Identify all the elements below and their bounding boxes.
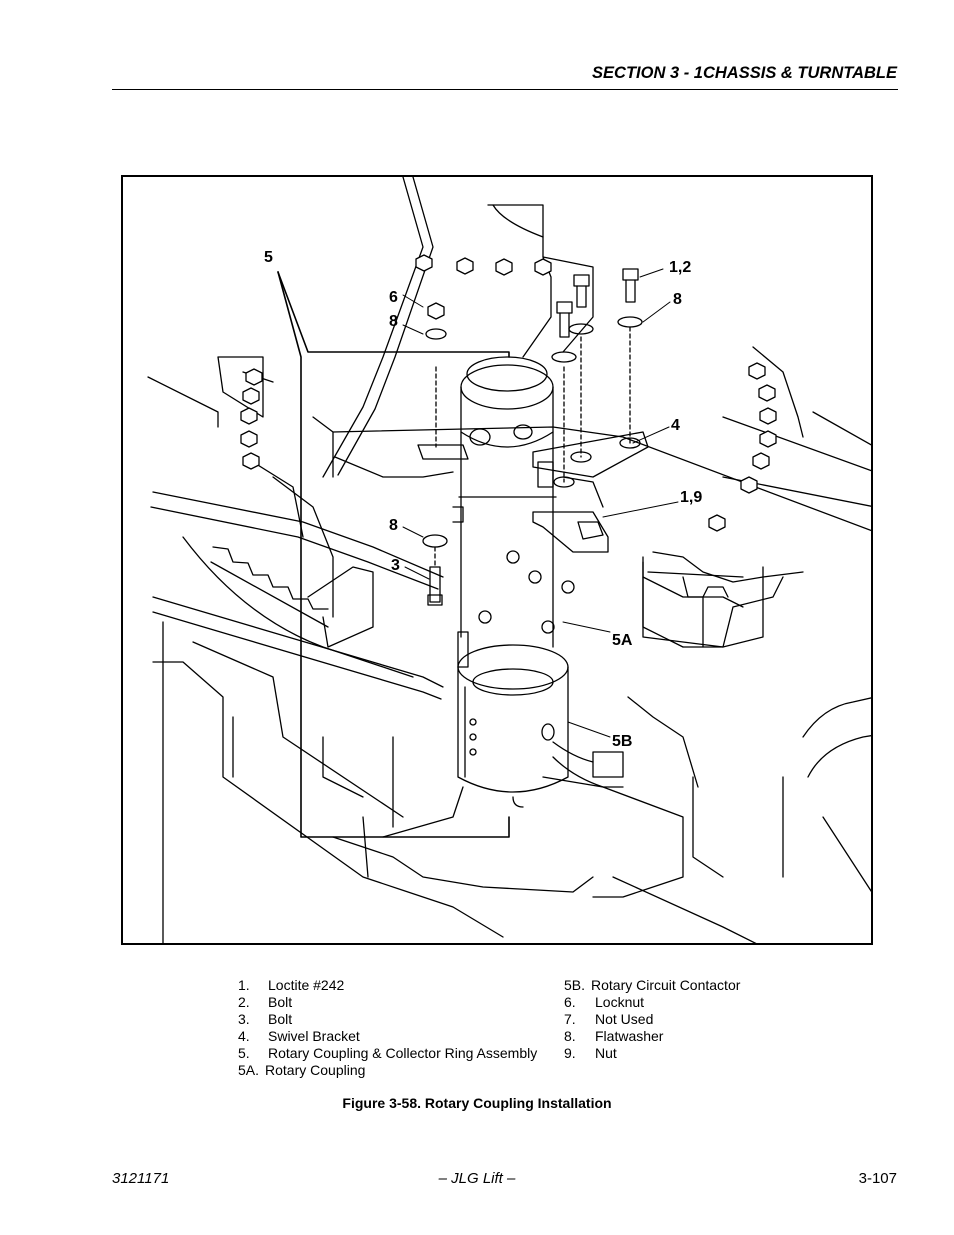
leader-lines xyxy=(402,268,679,738)
figure-frame: 5 6 8 1,2 8 4 1,9 8 3 5A 5B xyxy=(121,175,873,945)
callout-8-upper-left: 8 xyxy=(389,313,398,330)
legend-item: 2. Bolt xyxy=(238,994,537,1011)
footer-page-number: 3-107 xyxy=(858,1170,897,1187)
footer-doc-number: 3121171 xyxy=(112,1170,170,1187)
bolt-ring-left xyxy=(240,368,263,470)
callout-bracket-5 xyxy=(277,271,510,838)
legend-label: Bolt xyxy=(268,994,293,1010)
ring-gear-right xyxy=(642,551,804,648)
callout-8-lower: 8 xyxy=(389,517,398,534)
callout-1-9: 1,9 xyxy=(680,489,703,506)
legend-num: 3. xyxy=(238,1011,250,1027)
callout-3: 3 xyxy=(391,557,400,574)
bolt-ring-right xyxy=(708,362,777,532)
legend-label: Rotary Coupling xyxy=(265,1062,366,1078)
fasteners xyxy=(422,268,643,606)
legend-item: 6. Locknut xyxy=(564,994,740,1011)
legend-num: 5. xyxy=(238,1045,250,1061)
bolt-ring-upper xyxy=(415,254,552,276)
legend-num: 5A. xyxy=(238,1062,260,1078)
header-rule xyxy=(112,89,898,90)
callout-4: 4 xyxy=(671,417,680,434)
legend-num: 1. xyxy=(238,977,250,993)
legend-item: 8. Flatwasher xyxy=(564,1028,740,1045)
rotary-coupling-drawing xyxy=(147,177,871,943)
legend-num: 5B. xyxy=(564,977,586,993)
legend-left: 1. Loctite #242 2. Bolt 3. Bolt 4. Swivel Br… xyxy=(238,977,537,1079)
section-title: SECTION 3 - 1CHASSIS & TURNTABLE xyxy=(592,64,897,82)
callout-8-upper-right: 8 xyxy=(673,291,682,308)
rotary-coupling-body xyxy=(452,356,575,668)
legend-item: 7. Not Used xyxy=(564,1011,740,1028)
callout-5b: 5B xyxy=(612,733,633,750)
legend-label: Rotary Coupling & Collector Ring Assembl… xyxy=(268,1045,538,1061)
legend-item: 4. Swivel Bracket xyxy=(238,1028,537,1045)
legend-label: Nut xyxy=(595,1045,617,1061)
legend-num: 7. xyxy=(564,1011,576,1027)
turntable-structure xyxy=(147,177,871,943)
legend-item: 3. Bolt xyxy=(238,1011,537,1028)
rotary-circuit-contactor xyxy=(457,644,624,808)
legend-label: Swivel Bracket xyxy=(268,1028,360,1044)
legend-item: 5. Rotary Coupling & Collector Ring Assem… xyxy=(238,1045,537,1062)
legend-label: Flatwasher xyxy=(595,1028,664,1044)
legend-num: 9. xyxy=(564,1045,576,1061)
figure-caption: Figure 3-58. Rotary Coupling Installatio… xyxy=(342,1095,612,1111)
legend-item: 5B. Rotary Circuit Contactor xyxy=(564,977,740,994)
ring-gear-left xyxy=(210,461,374,648)
legend-num: 4. xyxy=(238,1028,250,1044)
legend-label: Locknut xyxy=(595,994,645,1010)
footer-publisher: – JLG Lift – xyxy=(438,1170,516,1187)
legend-label: Not Used xyxy=(595,1011,654,1027)
legend-num: 6. xyxy=(564,994,576,1010)
legend-label: Bolt xyxy=(268,1011,293,1027)
legend-item: 5A. Rotary Coupling xyxy=(238,1062,537,1079)
legend-item: 9. Nut xyxy=(564,1045,740,1062)
legend-label: Rotary Circuit Contactor xyxy=(591,977,741,993)
callout-1-2: 1,2 xyxy=(669,259,692,276)
legend-right: 5B. Rotary Circuit Contactor 6. Locknut 7.… xyxy=(564,977,740,1062)
swivel-bracket xyxy=(417,431,649,553)
legend-item: 1. Loctite #242 xyxy=(238,977,537,994)
callout-5: 5 xyxy=(264,249,273,266)
callout-6: 6 xyxy=(389,289,398,306)
legend-label: Loctite #242 xyxy=(268,977,345,993)
legend-num: 8. xyxy=(564,1028,576,1044)
callout-5a: 5A xyxy=(612,632,633,649)
legend-num: 2. xyxy=(238,994,250,1010)
